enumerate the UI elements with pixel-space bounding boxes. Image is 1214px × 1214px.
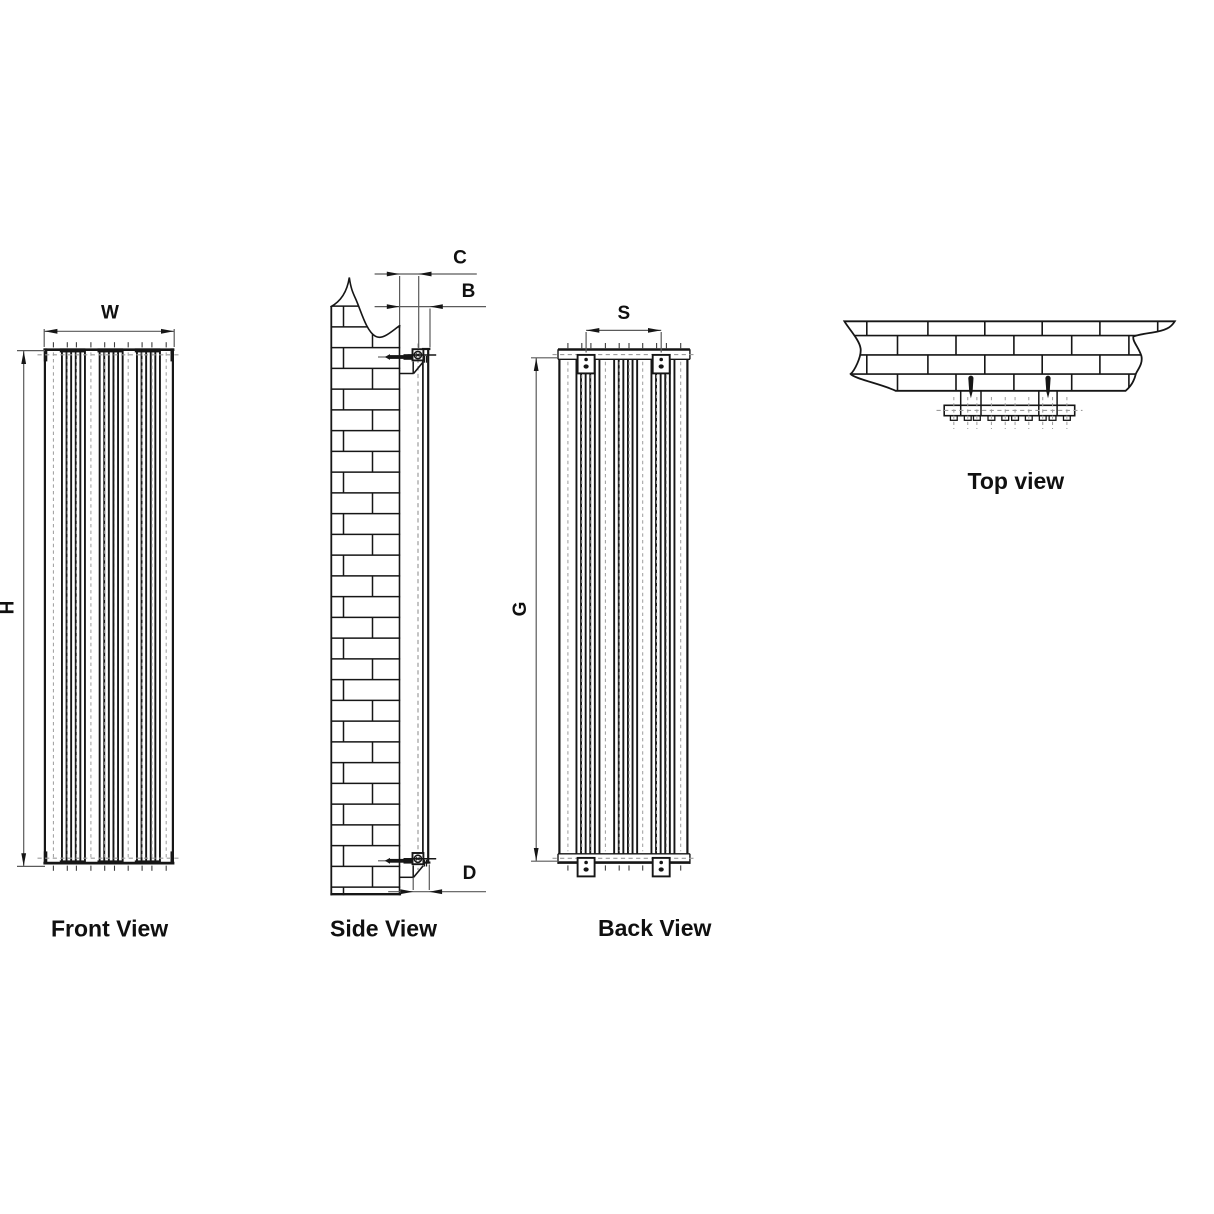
svg-text:D: D [463,863,477,884]
svg-text:Front View: Front View [51,915,168,941]
svg-text:S: S [617,303,630,324]
svg-text:C: C [453,248,467,269]
svg-text:Back View: Back View [598,915,711,941]
svg-text:H: H [0,601,19,615]
svg-text:G: G [510,602,531,617]
svg-text:W: W [101,303,119,324]
svg-text:B: B [462,281,476,302]
svg-text:Side View: Side View [330,915,437,941]
svg-text:Top view: Top view [968,468,1065,494]
